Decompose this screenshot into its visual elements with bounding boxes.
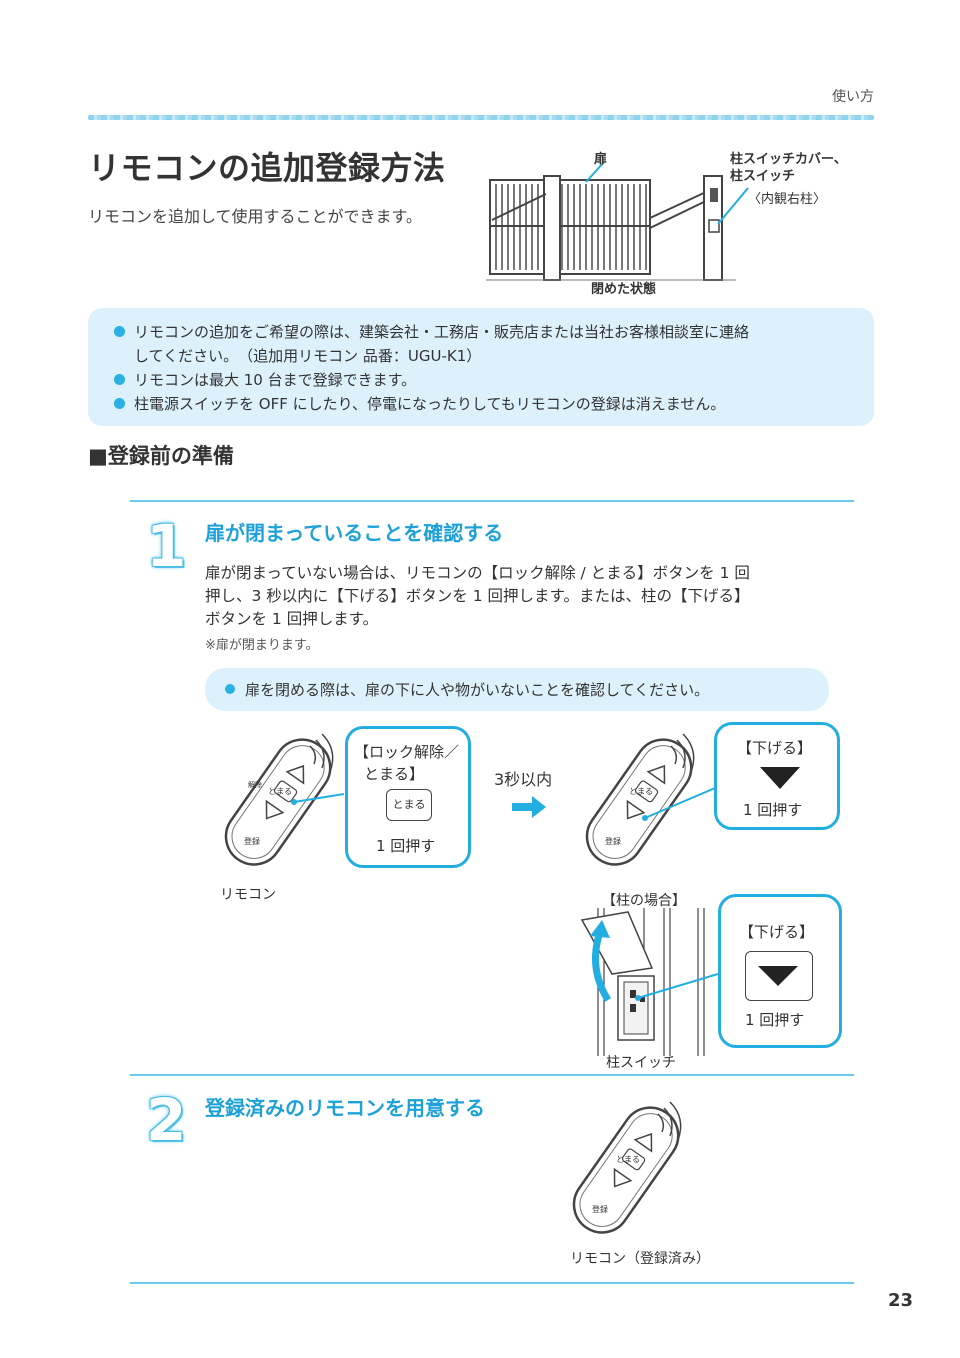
callout-unlock: 【ロック解除／ とまる】 とまる 1 回押す: [345, 726, 471, 868]
remote-reg-label: 登録: [592, 1205, 608, 1214]
pillar-switch-caption: 柱スイッチ: [606, 1055, 676, 1071]
divider: [130, 1282, 854, 1284]
pillar-drawing: [580, 908, 719, 1056]
pillar-switch-illustration: [578, 908, 719, 1056]
step-number-2: 2: [146, 1086, 187, 1154]
header-divider: [88, 115, 874, 120]
right-arrow-icon: [512, 796, 546, 822]
remote-stop-label: とまる: [268, 787, 292, 796]
remote-stop-label: とまる: [616, 1155, 640, 1164]
bullet-icon: [114, 398, 125, 409]
stop-button-icon: とまる: [386, 789, 432, 821]
section-heading: ■登録前の準備: [88, 444, 234, 468]
bullet-icon: [114, 326, 125, 337]
down-button-icon: [745, 951, 813, 1001]
registered-remote-caption: リモコン（登録済み）: [570, 1251, 710, 1267]
intro-text: リモコンを追加して使用することができます。: [88, 207, 422, 226]
section-label: 使い方: [832, 89, 874, 105]
label-state: 閉めた状態: [591, 282, 657, 297]
note-item-cont: してください。 （追加用リモコン 品番：UGU-K1）: [134, 347, 482, 365]
remote-reg-label: 登録: [605, 837, 621, 846]
remote-reg-label: 登録: [244, 837, 260, 846]
note-item: リモコンの追加をご希望の際は、建築会社・工務店・販売店または当社お客様相談室に連…: [114, 320, 749, 344]
registered-remote-illustration: とまる 登録: [562, 1092, 702, 1242]
remote-illustration: とまる 解除 登録: [214, 724, 345, 874]
callout-down-remote: 【下げる】 1 回押す: [714, 722, 840, 830]
remote-caption: リモコン: [220, 887, 276, 903]
remote-drawing: [585, 733, 716, 866]
divider: [130, 1074, 854, 1076]
label-cover-1: 柱スイッチカバー、: [730, 152, 847, 167]
page-title: リモコンの追加登録方法: [88, 149, 446, 187]
label-cover-2: 柱スイッチ: [730, 169, 796, 184]
remote-illustration: とまる 登録: [575, 724, 716, 874]
step2-title: 登録済みのリモコンを用意する: [205, 1096, 485, 1120]
label-cover-3: 〈内観右柱〉: [748, 192, 827, 207]
page-number: 23: [888, 1290, 914, 1311]
pillar-case-label: 【柱の場合】: [602, 893, 686, 909]
gate-closed-illustration: 扉 柱スイッチカバー、 柱スイッチ 〈内観右柱〉 閉めた状態: [486, 140, 876, 300]
step1-title: 扉が閉まっていることを確認する: [205, 521, 504, 545]
gate-drawing: [486, 161, 749, 281]
bullet-icon: [225, 684, 235, 694]
callout-down-pillar: 【下げる】 1 回押す: [718, 894, 842, 1048]
bullet-icon: [114, 374, 125, 385]
remote-drawing: [572, 1101, 682, 1234]
step1-body: 扉が閉まっていない場合は、リモコンの【ロック解除 / とまる】ボタンを 1 回 …: [205, 564, 750, 628]
divider: [130, 500, 854, 502]
step1-note: ※扉が閉まります。: [205, 638, 319, 653]
label-door: 扉: [594, 152, 608, 167]
remote-unlock-label: 解除: [248, 781, 262, 789]
note-item: 柱電源スイッチを OFF にしたり、停電になったりしてもリモコンの登録は消えませ…: [114, 392, 725, 416]
caution-box: 扉を閉める際は、扉の下に人や物がいないことを確認してください。: [205, 668, 829, 711]
note-item: リモコンは最大 10 台まで登録できます。: [114, 368, 416, 392]
down-triangle-icon: [760, 767, 800, 789]
remote-drawing: [224, 733, 345, 866]
notes-box: リモコンの追加をご希望の際は、建築会社・工務店・販売店または当社お客様相談室に連…: [88, 308, 874, 426]
remote-stop-label: とまる: [629, 787, 653, 796]
down-triangle-icon: [758, 966, 798, 986]
step-number-1: 1: [146, 512, 187, 580]
within-3s-label: 3秒以内: [494, 770, 553, 789]
